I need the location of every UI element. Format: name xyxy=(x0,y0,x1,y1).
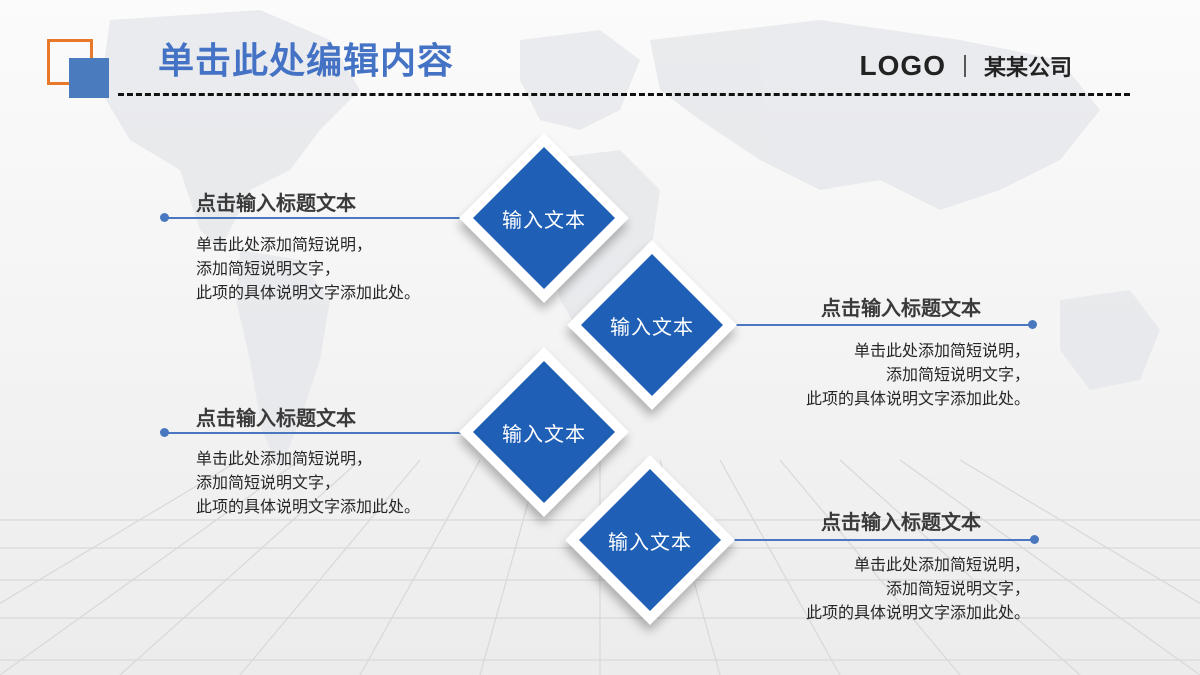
connector-line-3 xyxy=(165,432,465,434)
diamond-label-4: 输入文本 xyxy=(608,529,692,554)
slide-title[interactable]: 单击此处编辑内容 xyxy=(158,41,455,82)
connector-line-4 xyxy=(733,539,1033,541)
logo-text: LOGO xyxy=(859,50,946,81)
step-4-description[interactable]: 单击此处添加简短说明， 添加简短说明文字， 此项的具体说明文字添加此处。 xyxy=(805,555,1030,622)
step-1-description[interactable]: 单击此处添加简短说明， 添加简短说明文字， 此项的具体说明文字添加此处。 xyxy=(196,235,421,302)
step-2-description[interactable]: 单击此处添加简短说明， 添加简短说明文字， 此项的具体说明文字添加此处。 xyxy=(805,341,1030,408)
company-name: 某某公司 xyxy=(983,56,1072,81)
connector-dot-3 xyxy=(160,428,169,437)
logo-blue-square xyxy=(69,58,109,98)
diamond-label-3: 输入文本 xyxy=(502,421,586,446)
diamond-label-2: 输入文本 xyxy=(610,314,694,339)
header-dashed-divider xyxy=(118,93,1130,96)
diamond-step-3[interactable]: 输入文本 xyxy=(459,347,629,517)
diamond-step-1[interactable]: 输入文本 xyxy=(459,133,629,303)
step-2-title[interactable]: 点击输入标题文本 xyxy=(821,296,981,320)
diamond-step-4[interactable]: 输入文本 xyxy=(565,455,735,625)
diamond-label-1: 输入文本 xyxy=(502,207,586,232)
brand-separator xyxy=(963,55,966,77)
step-4-title[interactable]: 点击输入标题文本 xyxy=(821,510,981,534)
connector-dot-1 xyxy=(160,213,169,222)
step-3-title[interactable]: 点击输入标题文本 xyxy=(196,406,356,430)
connector-dot-4 xyxy=(1030,535,1039,544)
step-1-title[interactable]: 点击输入标题文本 xyxy=(196,191,356,215)
step-3-description[interactable]: 单击此处添加简短说明， 添加简短说明文字， 此项的具体说明文字添加此处。 xyxy=(196,449,421,516)
brand-area: LOGO 某某公司 xyxy=(860,50,1072,82)
diamond-step-2[interactable]: 输入文本 xyxy=(567,240,737,410)
connector-line-2 xyxy=(733,324,1033,326)
connector-line-1 xyxy=(165,217,465,219)
connector-dot-2 xyxy=(1028,320,1037,329)
